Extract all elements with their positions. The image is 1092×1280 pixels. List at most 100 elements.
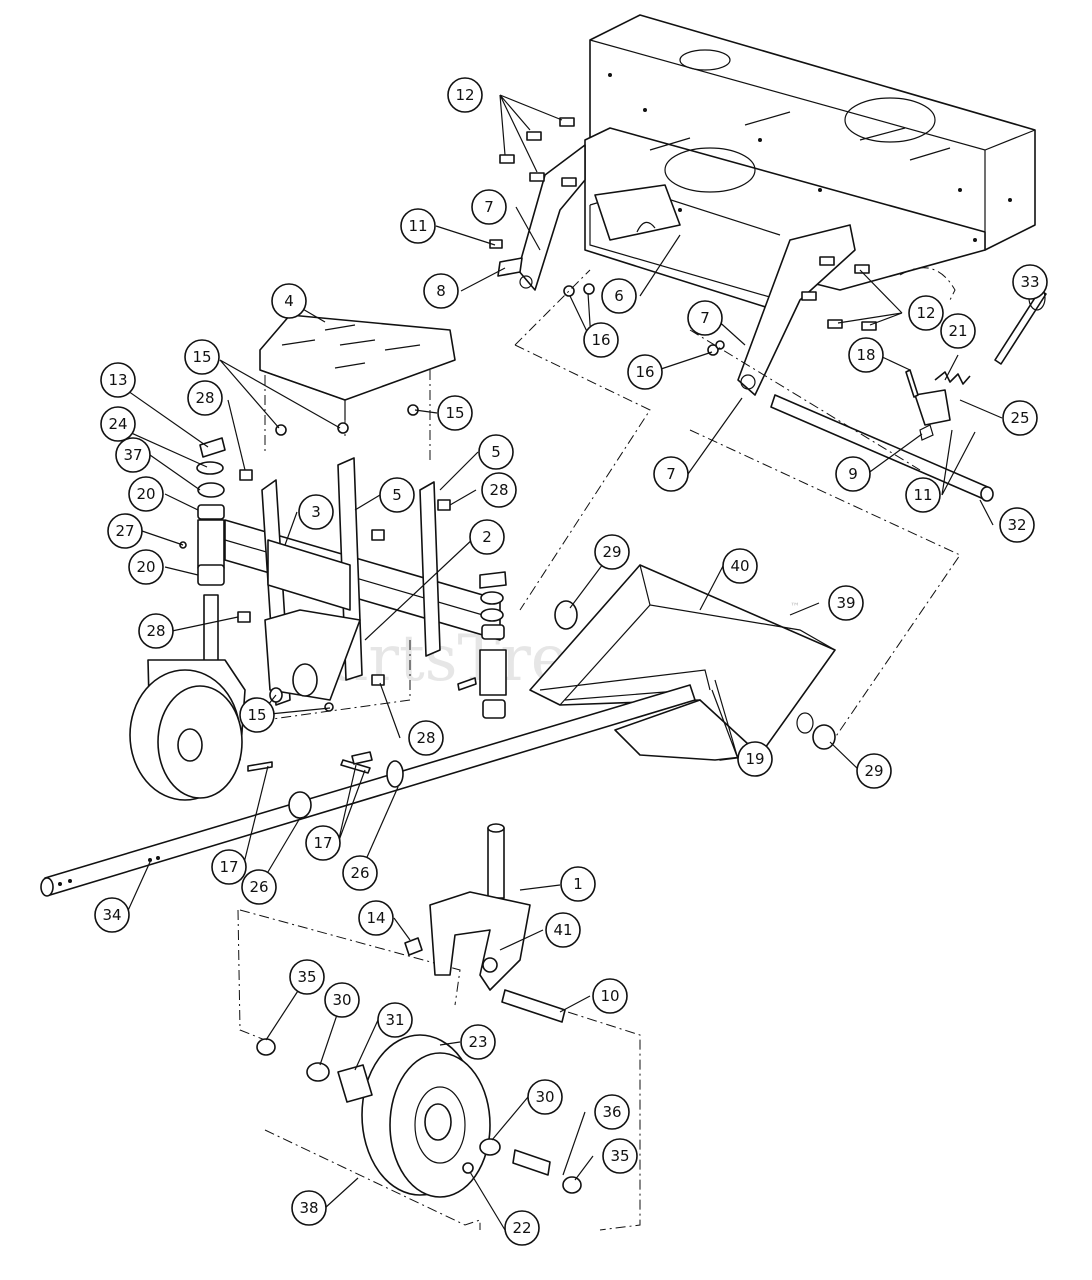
small-bolts — [237, 404, 477, 712]
svg-text:19: 19 — [745, 750, 764, 768]
callout-14: 14 — [358, 900, 394, 936]
callout-5b: 5 — [478, 434, 514, 470]
svg-text:28: 28 — [416, 729, 435, 747]
callout-28c: 28 — [138, 613, 174, 649]
callout-8: 8 — [423, 273, 459, 309]
assembly-line — [237, 909, 641, 1231]
callout-34: 34 — [94, 897, 130, 933]
svg-text:41: 41 — [553, 921, 572, 939]
svg-text:27: 27 — [115, 522, 134, 540]
callout-6: 6 — [601, 278, 637, 314]
latch-pin — [994, 289, 1047, 365]
callout-41: 41 — [545, 912, 581, 948]
svg-text:3: 3 — [311, 503, 321, 521]
svg-text:12: 12 — [916, 304, 935, 322]
callout-4: 4 — [271, 283, 307, 319]
callout-16b: 16 — [627, 354, 663, 390]
rear-arm — [419, 481, 441, 657]
callout-3: 3 — [298, 494, 334, 530]
callout-38: 38 — [291, 1190, 327, 1226]
svg-text:7: 7 — [700, 309, 710, 327]
svg-text:33: 33 — [1020, 273, 1039, 291]
svg-text:35: 35 — [610, 1147, 629, 1165]
svg-text:16: 16 — [591, 331, 610, 349]
mounting-bolts — [489, 117, 877, 356]
callout-12b: 12 — [908, 295, 944, 331]
callout-23: 23 — [460, 1024, 496, 1060]
callout-27: 27 — [107, 513, 143, 549]
callout-29a: 29 — [594, 534, 630, 570]
svg-text:6: 6 — [614, 287, 624, 305]
svg-text:21: 21 — [948, 322, 967, 340]
svg-text:23: 23 — [468, 1033, 487, 1051]
svg-text:26: 26 — [249, 878, 268, 896]
svg-text:35: 35 — [297, 968, 316, 986]
callout-5a: 5 — [379, 477, 415, 513]
svg-text:26: 26 — [350, 864, 369, 882]
caster-nut — [404, 937, 423, 956]
assembly-line — [264, 370, 431, 721]
callout-1: 1 — [560, 866, 596, 902]
latch-rod — [905, 369, 919, 398]
svg-text:18: 18 — [856, 346, 875, 364]
callout-20a: 20 — [128, 476, 164, 512]
svg-text:20: 20 — [136, 485, 155, 503]
svg-text:36: 36 — [602, 1103, 621, 1121]
callout-7a: 7 — [471, 189, 507, 225]
right-pivot-stack — [479, 571, 507, 719]
caster-fork — [429, 823, 531, 991]
right-side-bracket — [737, 224, 856, 396]
svg-text:29: 29 — [602, 543, 621, 561]
latch-bracket — [914, 389, 951, 426]
callout-28d: 28 — [408, 720, 444, 756]
svg-text:24: 24 — [108, 415, 127, 433]
svg-text:11: 11 — [408, 217, 427, 235]
svg-text:10: 10 — [600, 987, 619, 1005]
svg-text:39: 39 — [836, 594, 855, 612]
left-pivot-stack — [179, 437, 226, 671]
cover-plate — [259, 314, 456, 401]
svg-text:1: 1 — [573, 875, 583, 893]
svg-text:17: 17 — [219, 858, 238, 876]
callout-15a: 15 — [184, 339, 220, 375]
svg-text:28: 28 — [146, 622, 165, 640]
callout-30a: 30 — [324, 982, 360, 1018]
svg-text:37: 37 — [123, 446, 142, 464]
callout-11a: 11 — [400, 208, 436, 244]
callout-40: 40 — [722, 548, 758, 584]
svg-text:11: 11 — [913, 486, 932, 504]
callout-28a: 28 — [187, 380, 223, 416]
callout-11b: 11 — [905, 477, 941, 513]
callout-2: 2 — [469, 519, 505, 555]
callout-31: 31 — [377, 1002, 413, 1038]
svg-text:15: 15 — [192, 348, 211, 366]
svg-text:2: 2 — [482, 528, 492, 546]
callout-25: 25 — [1002, 400, 1038, 436]
callout-22: 22 — [504, 1210, 540, 1246]
assembly-line — [899, 267, 956, 301]
callout-35a: 35 — [289, 959, 325, 995]
svg-text:31: 31 — [385, 1011, 404, 1029]
callout-13: 13 — [100, 362, 136, 398]
svg-text:5: 5 — [392, 486, 402, 504]
svg-text:30: 30 — [535, 1088, 554, 1106]
callout-26a: 26 — [241, 869, 277, 905]
callout-20b: 20 — [128, 549, 164, 585]
svg-text:7: 7 — [484, 198, 494, 216]
callout-16a: 16 — [583, 322, 619, 358]
arm-plate — [267, 539, 351, 611]
hitch-plate — [594, 184, 681, 241]
svg-text:22: 22 — [512, 1219, 531, 1237]
svg-text:12: 12 — [455, 86, 474, 104]
pivot-rod — [770, 394, 991, 501]
left-caster-wheel — [129, 659, 246, 801]
callout-17b: 17 — [305, 825, 341, 861]
handle-tube — [40, 684, 696, 897]
callout-29b: 29 — [856, 753, 892, 789]
watermark-trademark: ™ — [790, 602, 800, 613]
callout-37: 37 — [115, 437, 151, 473]
callout-15b: 15 — [437, 395, 473, 431]
svg-text:5: 5 — [491, 443, 501, 461]
assembly-line — [689, 329, 961, 746]
